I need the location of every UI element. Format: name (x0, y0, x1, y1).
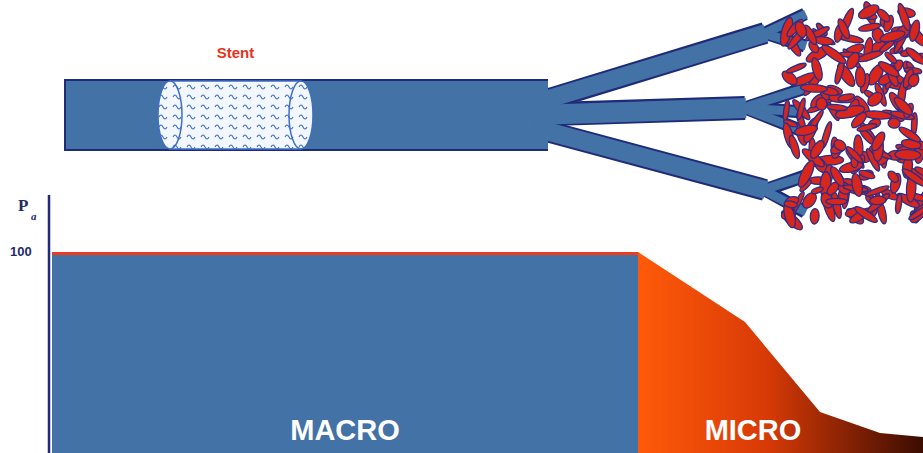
capillary (811, 186, 824, 195)
capillary (793, 20, 808, 39)
capillary (892, 95, 915, 118)
capillary (896, 2, 912, 32)
capillary (787, 134, 801, 159)
capillary (855, 67, 866, 88)
capillary (865, 90, 885, 109)
capillary (886, 169, 901, 184)
capillary (906, 73, 920, 89)
capillary (796, 97, 807, 120)
capillary (858, 22, 881, 33)
branch-outlines (520, 14, 805, 212)
capillary (816, 97, 827, 110)
stent-label: Stent (158, 44, 313, 61)
micro-region: MICRO (638, 252, 923, 453)
capillary (900, 166, 923, 188)
capillary (879, 29, 906, 44)
capillary (828, 165, 847, 188)
capillary (808, 138, 827, 160)
capillary (832, 138, 848, 153)
macro-region: MACRO (52, 252, 638, 453)
capillary (820, 42, 848, 66)
capillary (869, 130, 887, 153)
capillary (794, 123, 819, 137)
capillary (795, 159, 817, 190)
capillary (826, 198, 847, 204)
capillary (853, 204, 879, 225)
microvascular-network (778, 0, 923, 232)
stent-cylinder: Stent (158, 80, 313, 150)
axis-label: P (18, 196, 28, 216)
pressure-axis (48, 195, 51, 453)
vessel-trunk (65, 80, 548, 150)
capillary (895, 149, 921, 160)
capillary (784, 200, 798, 209)
capillary (782, 100, 790, 121)
stent-body (170, 81, 301, 149)
capillary (826, 104, 847, 112)
stent-mesh (158, 80, 313, 150)
axis-subscript: a (31, 210, 37, 222)
capillary (837, 93, 855, 103)
capillary (907, 202, 923, 226)
capillary (857, 2, 881, 22)
capillary (888, 118, 901, 129)
stent-edge (170, 80, 301, 82)
capillary (810, 208, 820, 224)
capillary (908, 204, 923, 221)
stent-end (289, 81, 313, 149)
capillary (844, 51, 862, 72)
capillary (800, 83, 827, 93)
capillary (869, 196, 886, 206)
capillary (897, 125, 922, 144)
capillary (856, 122, 877, 132)
capillary (858, 169, 876, 181)
capillary (895, 194, 903, 214)
capillary (865, 191, 891, 214)
capillary (876, 59, 901, 79)
capillary (836, 17, 852, 40)
region-label: MICRO (693, 414, 813, 447)
branch-fills (535, 14, 806, 212)
capillary (810, 57, 824, 82)
stent-end (158, 81, 182, 149)
capillary (785, 62, 807, 75)
region-label: MACRO (52, 414, 638, 447)
pressure-drop (638, 252, 923, 453)
axis-value: 100 (10, 244, 32, 259)
stent-edge (170, 148, 301, 150)
capillary (845, 145, 865, 165)
